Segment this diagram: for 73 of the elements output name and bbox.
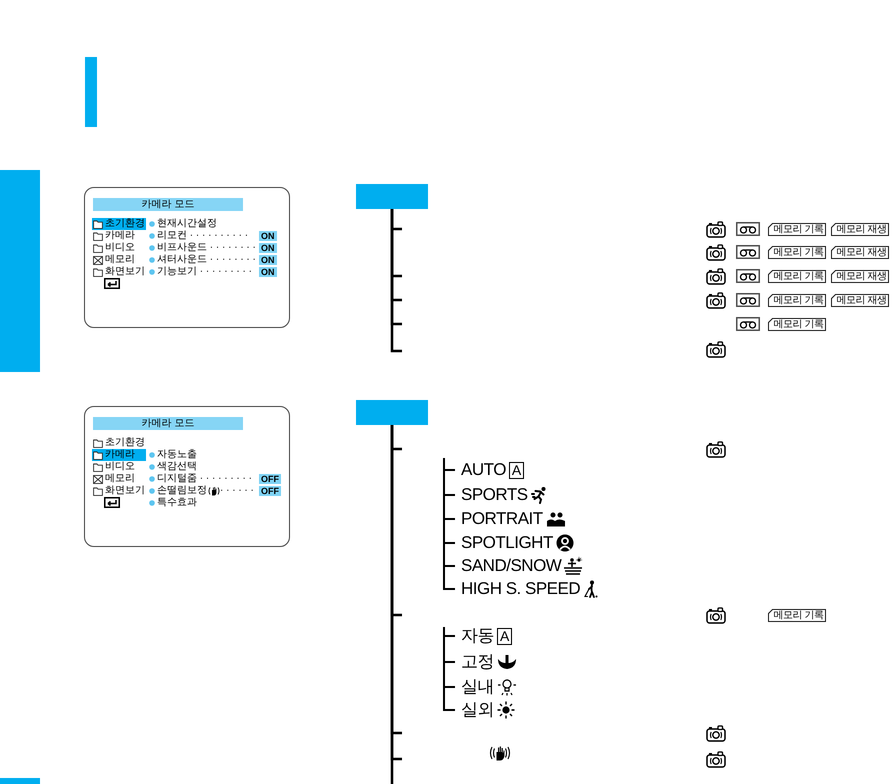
menu-title-bar: 카메라 모드 [93,417,243,430]
mode-option-text: AUTO [455,459,506,481]
menu-item-text: 색감선택 [157,461,197,473]
dot-leader-text: · · · · · · [220,485,254,497]
tree-header-box [356,400,428,425]
menu-item-text: 비프사운드 · · · · · · · · [157,242,256,254]
memory-mode-tag: 메모리 기록 [768,270,826,282]
menu-item-text: 셔터사운드 · · · · · · · · [157,254,256,266]
tree-connector-line [445,686,455,688]
value-badge: ON [259,267,276,277]
value-badge: ON [259,231,276,241]
menu-item-text: 비디오 [105,242,135,254]
mode-option-text: 고정 [455,651,494,673]
menu-item-text: 초기환경 [105,437,145,449]
mode-option-text: HIGH S. SPEED [455,578,580,600]
tree-header-box [356,184,428,209]
menu-item-text: 메모리 [105,473,135,485]
menu-item-text: 비디오 [105,461,135,473]
tree-connector-line [445,542,455,544]
mode-option-text: SAND/SNOW [455,555,562,577]
memory-mode-tag: 메모리 재생 [831,270,889,282]
memory-mode-tag: 메모리 기록 [768,222,826,236]
selected-menu-item [92,218,146,230]
menu-item-text: 디지털줌 · · · · · · · · · [157,473,252,485]
mode-option-text: SPOTLIGHT [455,532,553,554]
branch-trunk-line [443,458,445,590]
menu-item-text: 화면보기 [105,485,145,497]
value-badge: ON [259,243,276,253]
menu-screen [84,187,290,328]
tree-connector-line [390,425,394,784]
tree-connector-line [445,469,455,471]
menu-item-text: 자동노출 [157,449,197,461]
mode-option-text: 실외 [455,699,494,721]
tree-connector-line [445,588,455,590]
menu-title-bar: 카메라 모드 [93,198,243,211]
memory-mode-tag: 메모리 재생 [831,246,889,258]
value-badge: OFF [259,474,281,484]
mode-option-text: SPORTS [455,484,528,506]
side-tab [0,170,40,372]
menu-item-text: 특수효과 [157,497,197,509]
mode-option-text: 자동 [455,625,494,647]
tree-connector-line [445,494,455,496]
memory-mode-tag: 메모리 기록 [768,608,826,622]
mode-option-text: PORTRAIT [455,508,543,530]
menu-screen [84,406,290,547]
memory-mode-tag: 메모리 재생 [831,294,889,306]
menu-item-text: 기능보기 · · · · · · · · · [157,266,252,278]
value-badge: ON [259,255,276,265]
selected-menu-item [92,449,146,461]
boxed-letter-symbol: A [508,462,524,478]
tree-connector-line [445,518,455,520]
menu-item-text: 손떨림보정 [157,485,207,497]
tree-connector-line [445,635,455,637]
value-badge: OFF [259,486,281,496]
menu-item-text: 리모컨 · · · · · · · · · · [157,230,248,242]
side-tab [0,778,40,784]
memory-mode-tag: 메모리 기록 [768,318,826,330]
mode-option-text: 실내 [455,676,494,698]
memory-mode-tag: 메모리 재생 [831,222,889,236]
menu-item-text: 카메라 [105,230,135,242]
memory-mode-tag: 메모리 기록 [768,246,826,258]
memory-mode-tag: 메모리 기록 [768,294,826,306]
menu-item-text: 메모리 [105,254,135,266]
menu-item-text: 카메라 [105,449,135,461]
menu-item-text: 현재시간설정 [157,218,217,230]
branch-trunk-line [443,627,445,711]
tree-connector-line [390,209,402,352]
tree-connector-line [445,565,455,567]
menu-item-text: 화면보기 [105,266,145,278]
tree-connector-line [445,661,455,663]
boxed-letter-symbol: A [497,628,512,644]
tree-connector-line [445,709,455,711]
menu-item-text: 초기환경 [105,218,145,230]
